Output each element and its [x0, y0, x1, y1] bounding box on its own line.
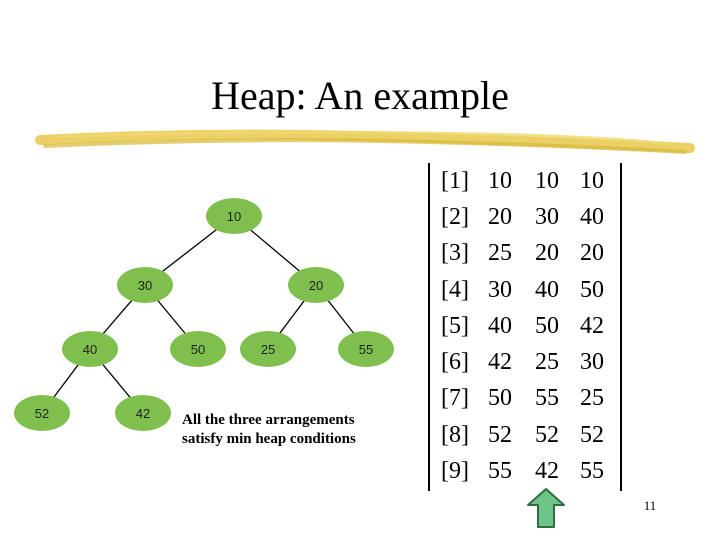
heap-node: 50 [170, 331, 226, 367]
array-value: 42 [535, 458, 559, 484]
array-value: 25 [535, 349, 559, 375]
array-value: 20 [488, 204, 512, 230]
page-number: 11 [643, 498, 657, 513]
heap-node: 40 [62, 331, 118, 367]
array-value: 40 [488, 313, 512, 339]
array-value: 20 [535, 240, 559, 266]
caption-line: satisfy min heap conditions [182, 431, 356, 447]
heap-node: 30 [117, 267, 173, 303]
array-value: 55 [580, 458, 604, 484]
array-value: 10 [488, 168, 512, 194]
caption: All the three arrangements satisfy min h… [182, 411, 356, 449]
array-value: 30 [488, 277, 512, 303]
array-value: 25 [580, 385, 604, 411]
heap-node: 55 [338, 331, 394, 367]
table-row: [2] 20 30 40 [430, 199, 620, 236]
array-index: [7] [441, 385, 469, 411]
table-row: [4] 30 40 50 [430, 272, 620, 309]
array-value: 55 [488, 458, 512, 484]
array-value: 25 [488, 240, 512, 266]
array-value: 50 [580, 277, 604, 303]
heap-node: 25 [240, 331, 296, 367]
array-value: 10 [580, 168, 604, 194]
array-value: 20 [580, 240, 604, 266]
array-value: 52 [535, 422, 559, 448]
array-index: [8] [441, 422, 469, 448]
array-value: 50 [535, 313, 559, 339]
array-index: [6] [441, 349, 469, 375]
table-row: [6] 42 25 30 [430, 344, 620, 381]
array-value: 30 [535, 204, 559, 230]
title-underline [35, 129, 695, 154]
array-value: 55 [535, 385, 559, 411]
heap-node: 42 [115, 395, 171, 431]
table-row: [1] 10 10 10 [430, 163, 620, 200]
array-index: [3] [441, 240, 469, 266]
heap-node-root: 10 [206, 198, 262, 234]
array-index: [9] [441, 458, 469, 484]
table-row: [3] 25 20 20 [430, 235, 620, 272]
table-row: [7] 50 55 25 [430, 380, 620, 417]
array-value: 52 [488, 422, 512, 448]
heap-node: 20 [288, 267, 344, 303]
heap-array-table: [1] 10 10 10 [2] 20 30 40 [3] 25 20 20 [… [428, 163, 622, 491]
table-row: [5] 40 50 42 [430, 308, 620, 345]
array-value: 42 [580, 313, 604, 339]
array-index: [1] [441, 168, 469, 194]
up-arrow-icon [527, 488, 565, 528]
heap-node: 52 [14, 395, 70, 431]
array-value: 40 [535, 277, 559, 303]
array-value: 10 [535, 168, 559, 194]
caption-line: All the three arrangements [182, 412, 355, 428]
array-value: 52 [580, 422, 604, 448]
table-row: [8] 52 52 52 [430, 417, 620, 454]
array-index: [4] [441, 277, 469, 303]
array-value: 40 [580, 204, 604, 230]
array-index: [2] [441, 204, 469, 230]
array-value: 30 [580, 349, 604, 375]
table-row: [9] 55 42 55 [430, 453, 620, 490]
slide-title: Heap: An example [211, 73, 509, 118]
array-value: 50 [488, 385, 512, 411]
array-value: 42 [488, 349, 512, 375]
array-index: [5] [441, 313, 469, 339]
